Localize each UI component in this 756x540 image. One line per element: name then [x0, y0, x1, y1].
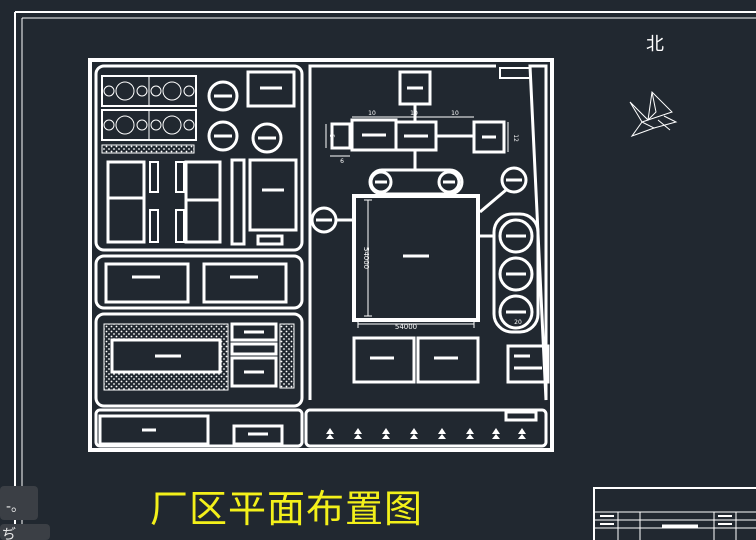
title-block	[593, 487, 756, 540]
north-arrow-icon	[629, 90, 678, 138]
guard-and-gate	[98, 414, 284, 446]
round-tanks-left	[207, 80, 283, 154]
dim-10-b: 10	[410, 110, 418, 117]
dim-6: 6	[340, 158, 344, 165]
dormitory-buildings	[106, 158, 298, 246]
green-strip-right	[279, 323, 295, 389]
process-line	[330, 118, 506, 170]
dim-10-a: 10	[368, 110, 376, 117]
small-buildings-lower	[230, 322, 278, 388]
drawing-frame	[14, 11, 756, 540]
side-panel-chip-bottom[interactable]: ぢ	[0, 524, 50, 540]
dorm-corridors	[149, 161, 185, 243]
office-buildings	[104, 262, 288, 304]
side-panel-chip-top[interactable]: -。	[0, 486, 38, 520]
dimension-lines-top	[325, 116, 509, 157]
basketball-courts	[101, 75, 197, 141]
storage-buildings	[352, 336, 550, 422]
side-chip-text-top: -。	[6, 499, 26, 515]
main-workshop	[352, 194, 480, 322]
green-strip-top	[101, 144, 195, 154]
gate-house-top	[499, 67, 531, 79]
dim-12: 12	[512, 134, 519, 142]
side-chip-text-bottom: ぢ	[2, 527, 16, 540]
site-boundary	[88, 58, 554, 452]
dim-10-c: 10	[451, 110, 459, 117]
tank-column-right	[478, 166, 540, 334]
north-label: 北	[646, 34, 664, 55]
dim-5: 5	[328, 134, 335, 138]
dim-20: 20	[514, 319, 522, 326]
workshop-dimensions	[357, 199, 475, 328]
tree-row	[326, 428, 526, 439]
tank-left-workshop	[310, 206, 354, 234]
tanks-above-workshop	[368, 168, 464, 196]
dim-main-height: 54000	[362, 247, 370, 269]
building-small-top	[246, 70, 296, 108]
left-zone	[94, 64, 304, 448]
drawing-title: 厂区平面布置图	[150, 487, 424, 531]
dim-main-width: 54000	[395, 323, 417, 331]
